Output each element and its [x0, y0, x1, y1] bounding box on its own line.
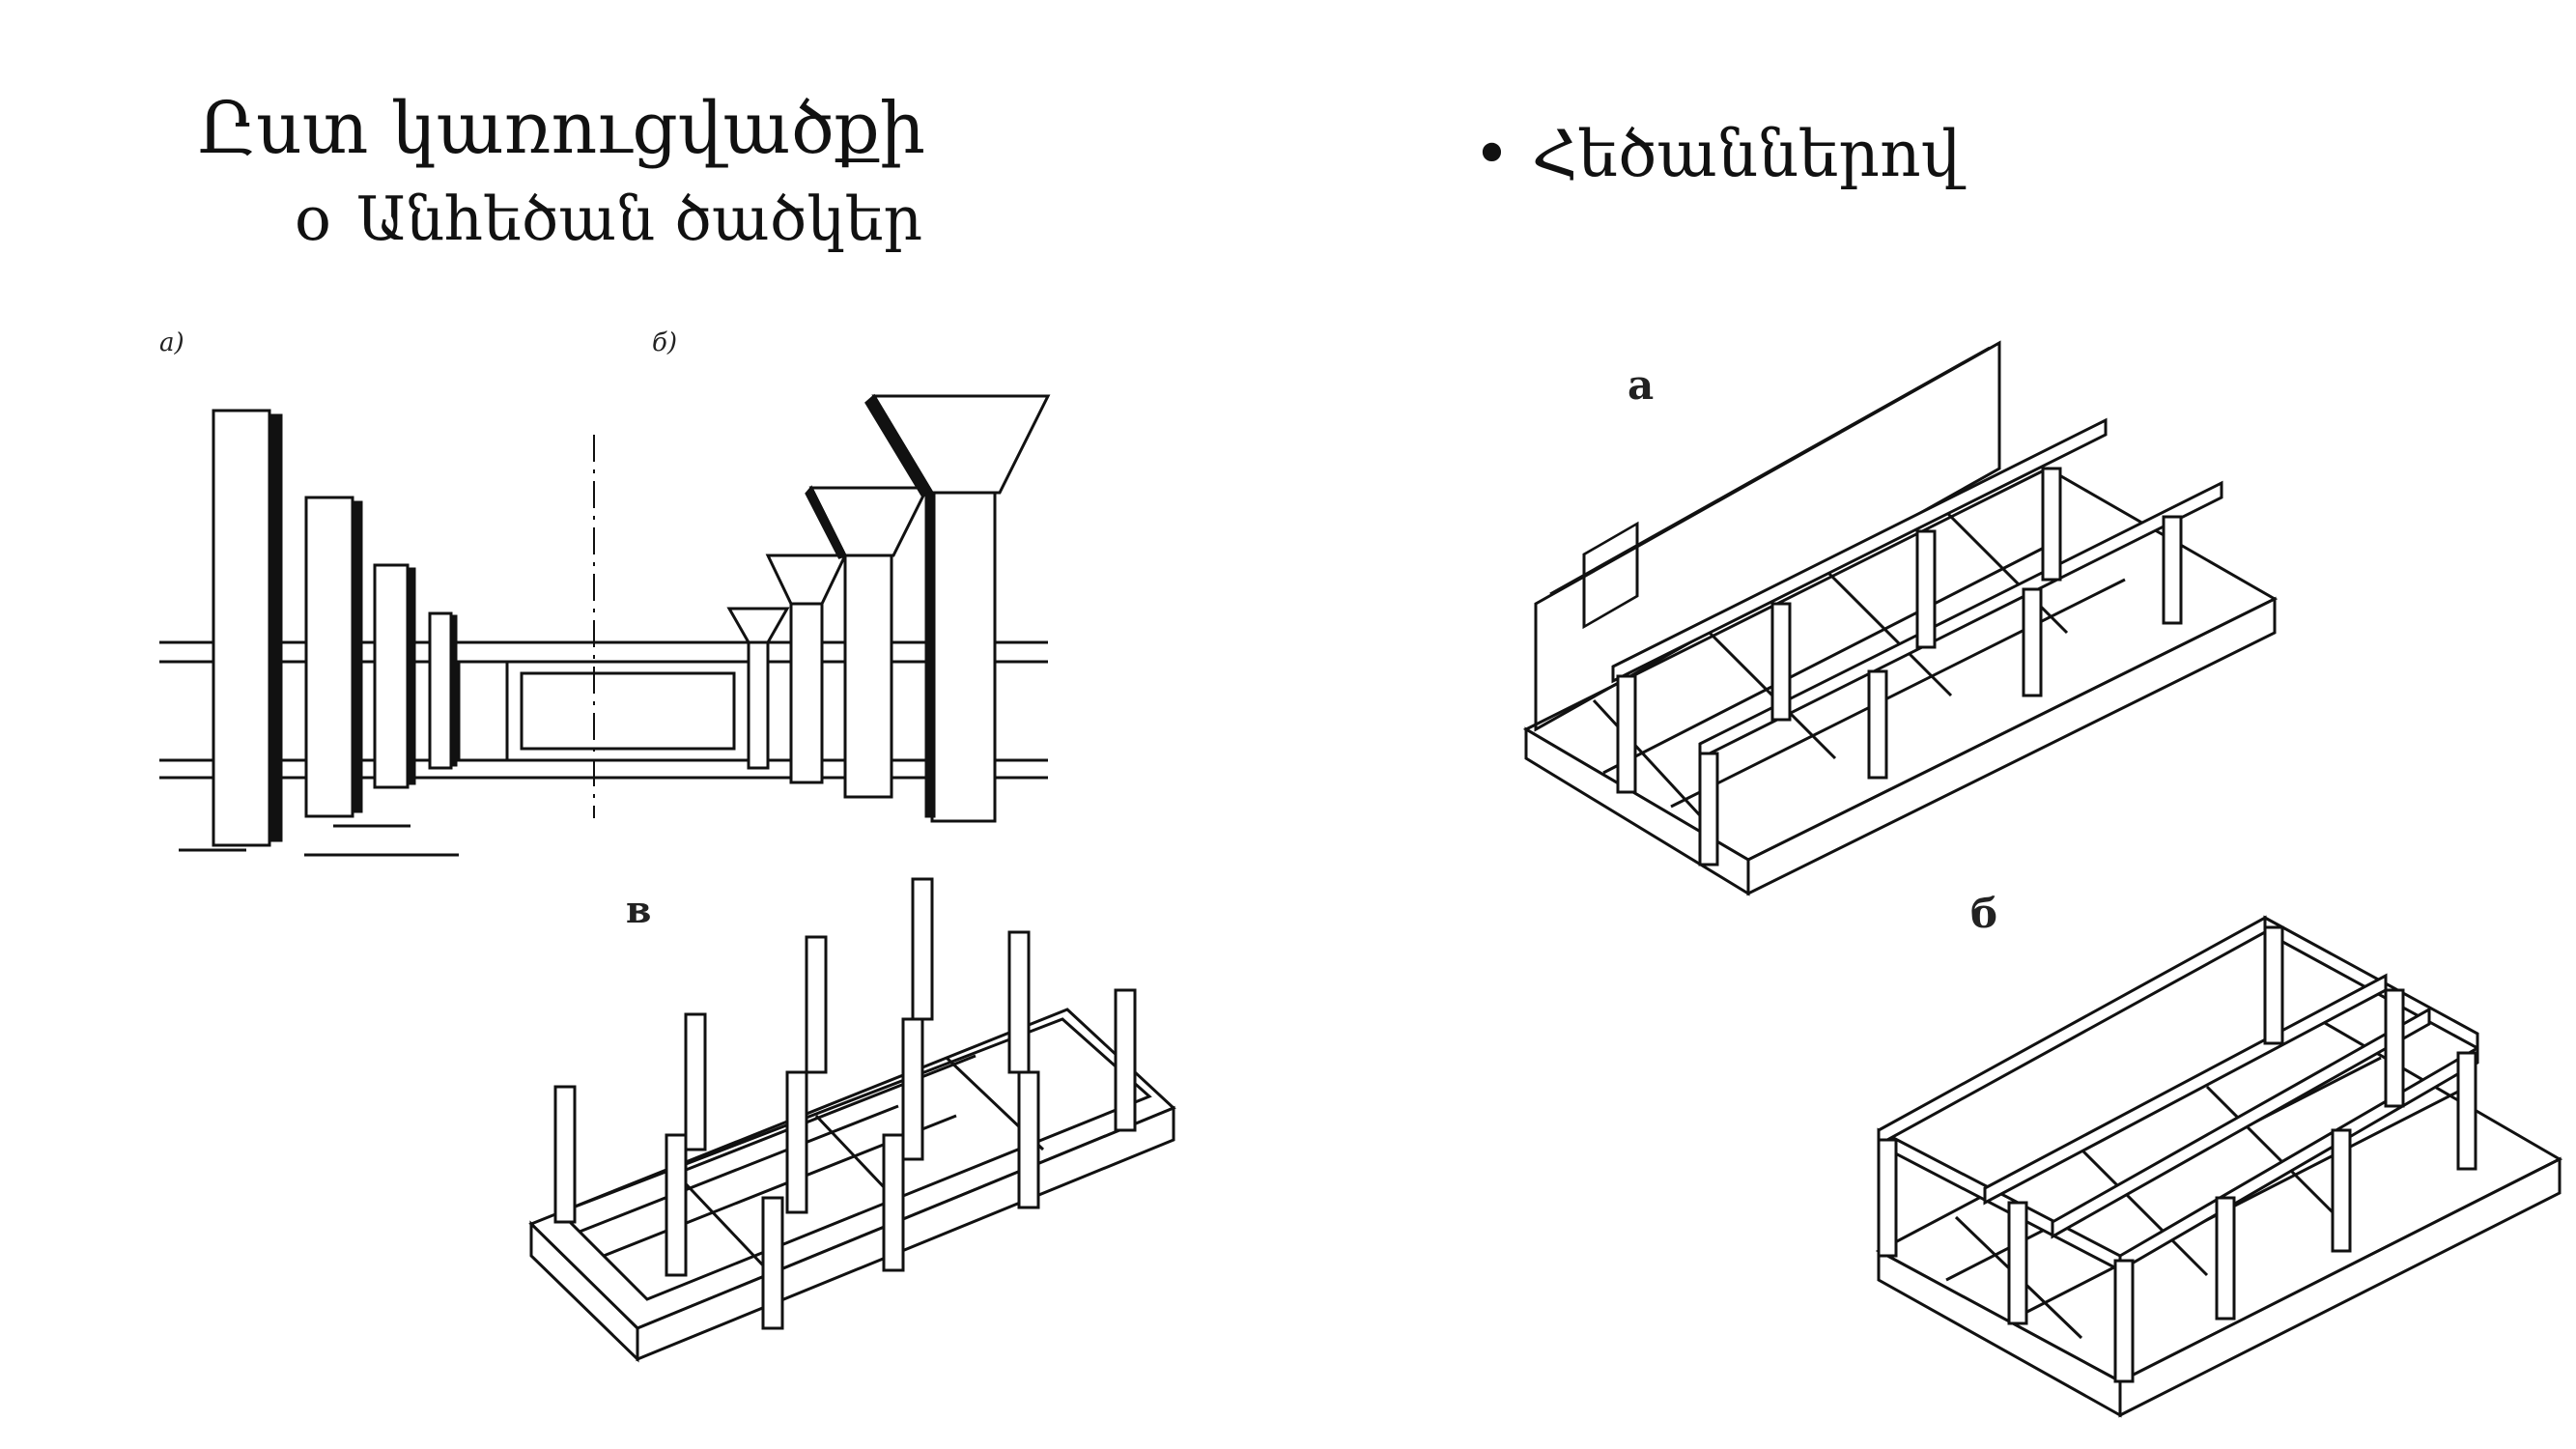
ribbed-slab-b-drawing: б [1875, 890, 2563, 1418]
hollow-bullet-marker: o [295, 184, 331, 254]
figure-label-b: б) [652, 328, 677, 357]
figure-column-elevations: а) б) [150, 324, 1058, 865]
bullet-marker: • [1473, 117, 1511, 191]
right-bullet-text: Հեծաններով [1531, 117, 1962, 191]
figure-label-b-ribbed: б [1970, 890, 1997, 937]
right-bullet-item: • Հեծաններով [1473, 114, 1961, 195]
column-elevations-drawing: а) б) [159, 328, 1051, 857]
subtitle-item: o Անհեծան ծածկեր [295, 182, 922, 257]
figure-label-v: в [626, 888, 651, 931]
slide-title: Ըստ կառուցվածքի [198, 87, 925, 170]
figure-ribbed-slab-a: а [1507, 324, 2289, 903]
figure-label-a: а) [159, 328, 184, 357]
subtitle-text: Անհեծան ծածկեր [355, 184, 923, 254]
figure-column-grid: в [493, 826, 1188, 1386]
ribbed-slab-a-drawing: а [1522, 340, 2279, 896]
column-grid-drawing: в [528, 877, 1176, 1363]
figure-label-a-ribbed: а [1628, 361, 1654, 409]
figure-ribbed-slab-b: б [1840, 850, 2574, 1430]
